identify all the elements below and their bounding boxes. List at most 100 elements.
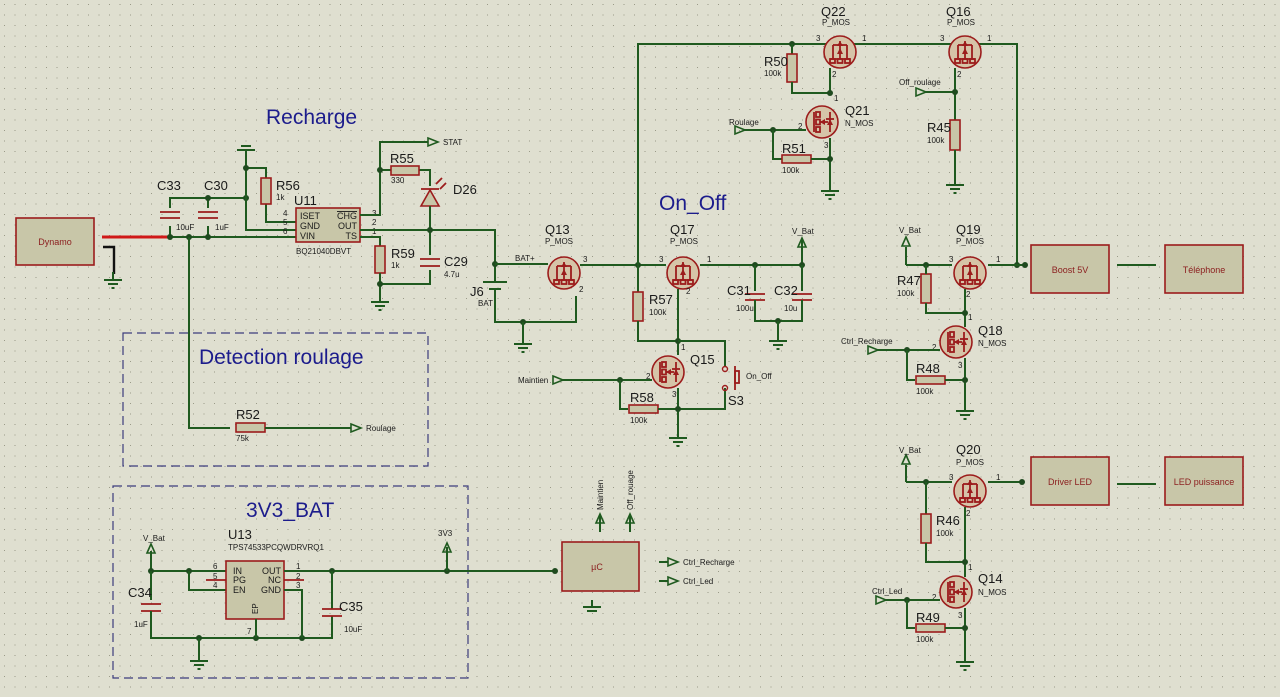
junction [377, 167, 383, 173]
maintien-input-terminal[interactable] [552, 374, 566, 386]
resistor-r52[interactable]: R52 75k [235, 407, 266, 443]
r49-ref: R49 [916, 610, 940, 625]
ctrl-recharge-input-terminal[interactable] [867, 344, 881, 356]
resistor-r46[interactable]: R46 100k [920, 513, 960, 544]
roulage-output-terminal[interactable] [350, 422, 364, 434]
u13-pin-gnd: GND [261, 585, 282, 595]
mosfet-q14[interactable]: Q14 N_MOS 1 2 3 [932, 563, 1006, 620]
pin-number: 3 [824, 141, 829, 150]
capacitor-c32[interactable]: C32 10u [774, 283, 812, 313]
battery-j6[interactable]: J6 BAT [470, 281, 507, 308]
section-title-detection: Detection roulage [199, 346, 364, 369]
pin-number: 1 [862, 34, 867, 43]
q14-type: N_MOS [978, 588, 1006, 597]
wire [360, 236, 381, 246]
stat-terminal[interactable] [427, 136, 441, 148]
dynamo-block[interactable]: Dynamo [15, 217, 95, 266]
pin-number: 3 [372, 209, 377, 218]
3v3-terminal[interactable] [441, 541, 453, 553]
r52-ref: R52 [236, 407, 260, 422]
c34-value: 1uF [134, 620, 148, 629]
mosfet-q18[interactable]: Q18 N_MOS 1 2 3 [932, 313, 1006, 370]
ctrl-recharge-output-terminal[interactable] [667, 556, 681, 568]
mosfet-q13[interactable]: Q13 P_MOS 3 2 [545, 222, 588, 294]
resistor-r55[interactable]: R55 330 [390, 151, 420, 185]
ctrl-led-output-terminal[interactable] [667, 575, 681, 587]
v-bat-terminal[interactable] [796, 236, 808, 248]
resistor-r50[interactable]: R50 100k [764, 53, 798, 83]
q20-type: P_MOS [956, 458, 984, 467]
resistor-r51[interactable]: R51 100k [781, 141, 812, 175]
ctrl-led-output-label: Ctrl_Led [683, 577, 713, 586]
resistor-r56[interactable]: R56 1k [260, 177, 300, 205]
3v3-label: 3V3 [438, 529, 453, 538]
off-roulage-output-terminal[interactable] [624, 512, 636, 524]
capacitor-c30[interactable]: C30 1uF [198, 178, 229, 232]
capacitor-c29[interactable]: C29 4.7u [420, 254, 468, 279]
junction [552, 568, 558, 574]
switch-s3[interactable]: On_Off S3 [721, 365, 773, 408]
junction [827, 90, 833, 96]
microcontroller-block[interactable]: µC [561, 541, 640, 592]
pin-number: 2 [832, 70, 837, 79]
ic-u13[interactable]: U13 TPS74533PCQWDRVRQ1 IN PG EN OUT NC G… [213, 527, 324, 636]
capacitor-c33[interactable]: C33 10uF [157, 178, 194, 232]
r49-value: 100k [916, 635, 934, 644]
junction [1022, 262, 1028, 268]
mosfet-q17[interactable]: Q17 P_MOS 3 1 2 [659, 222, 712, 296]
c30-value: 1uF [215, 223, 229, 232]
junction [427, 227, 433, 233]
resistor-r49[interactable]: R49 100k [915, 610, 946, 644]
ic-u11[interactable]: U11 BQ21040DBVT ISET GND VIN CHG OUT TS … [283, 193, 377, 256]
v-bat-terminal[interactable] [145, 542, 157, 554]
junction [827, 156, 833, 162]
section-title-3v3-bat: 3V3_BAT [246, 499, 334, 522]
capacitor-c31[interactable]: C31 100u [727, 283, 765, 313]
driver-led-block[interactable]: Driver LED [1030, 456, 1110, 506]
u11-pin-vin: VIN [300, 231, 315, 241]
mosfet-q21[interactable]: Q21 N_MOS 1 2 3 [798, 94, 873, 150]
mosfet-q19[interactable]: Q19 P_MOS 3 1 2 [949, 222, 1001, 299]
q20-ref: Q20 [956, 442, 981, 457]
u11-pin-gnd: GND [300, 221, 321, 231]
v-bat-label: V_Bat [899, 226, 922, 235]
v-bat-terminal[interactable] [900, 235, 912, 247]
resistor-r59[interactable]: R59 1k [374, 245, 415, 274]
ctrl-led-input-terminal[interactable] [875, 594, 889, 606]
pin-number: 6 [213, 562, 218, 571]
v-bat-terminal[interactable] [900, 453, 912, 465]
u11-pin-ts: TS [345, 231, 357, 241]
maintien-input-label: Maintien [518, 376, 548, 385]
boost-5v-block[interactable]: Boost 5V [1030, 244, 1110, 294]
mosfet-q22[interactable]: Q22 P_MOS 3 1 2 [816, 4, 867, 79]
junction [205, 234, 211, 240]
s3-value: On_Off [746, 372, 772, 381]
telephone-block[interactable]: Téléphone [1164, 244, 1244, 294]
off-roulage-input-terminal[interactable] [915, 86, 929, 98]
pin-number: 3 [816, 34, 821, 43]
mosfet-q20[interactable]: Q20 P_MOS 3 1 2 [949, 442, 1001, 518]
u11-pin-iset: ISET [300, 211, 321, 221]
pin-number: 2 [296, 572, 301, 581]
q19-type: P_MOS [956, 237, 984, 246]
dynamo-label: Dynamo [38, 237, 72, 247]
mosfet-q15[interactable]: Q15 1 2 3 [646, 343, 715, 399]
u13-part: TPS74533PCQWDRVRQ1 [228, 543, 324, 552]
led-puissance-block[interactable]: LED puissance [1164, 456, 1244, 506]
section-title-on-off: On_Off [659, 192, 726, 215]
capacitor-c34[interactable]: C34 1uF [128, 585, 161, 629]
led-d26[interactable]: D26 [419, 177, 477, 207]
resistor-r48[interactable]: R48 100k [915, 361, 946, 396]
resistor-r57[interactable]: R57 100k [632, 291, 673, 322]
mosfet-q16[interactable]: Q16 P_MOS 3 1 2 [940, 4, 992, 79]
r57-ref: R57 [649, 292, 673, 307]
roulage-input-terminal[interactable] [734, 124, 748, 136]
maintien-output-terminal[interactable] [594, 512, 606, 524]
capacitor-c35[interactable]: C35 10uF [322, 599, 363, 634]
c34-ref: C34 [128, 585, 152, 600]
wire [188, 237, 230, 429]
wire [906, 350, 915, 381]
pin-number: 2 [932, 343, 937, 352]
